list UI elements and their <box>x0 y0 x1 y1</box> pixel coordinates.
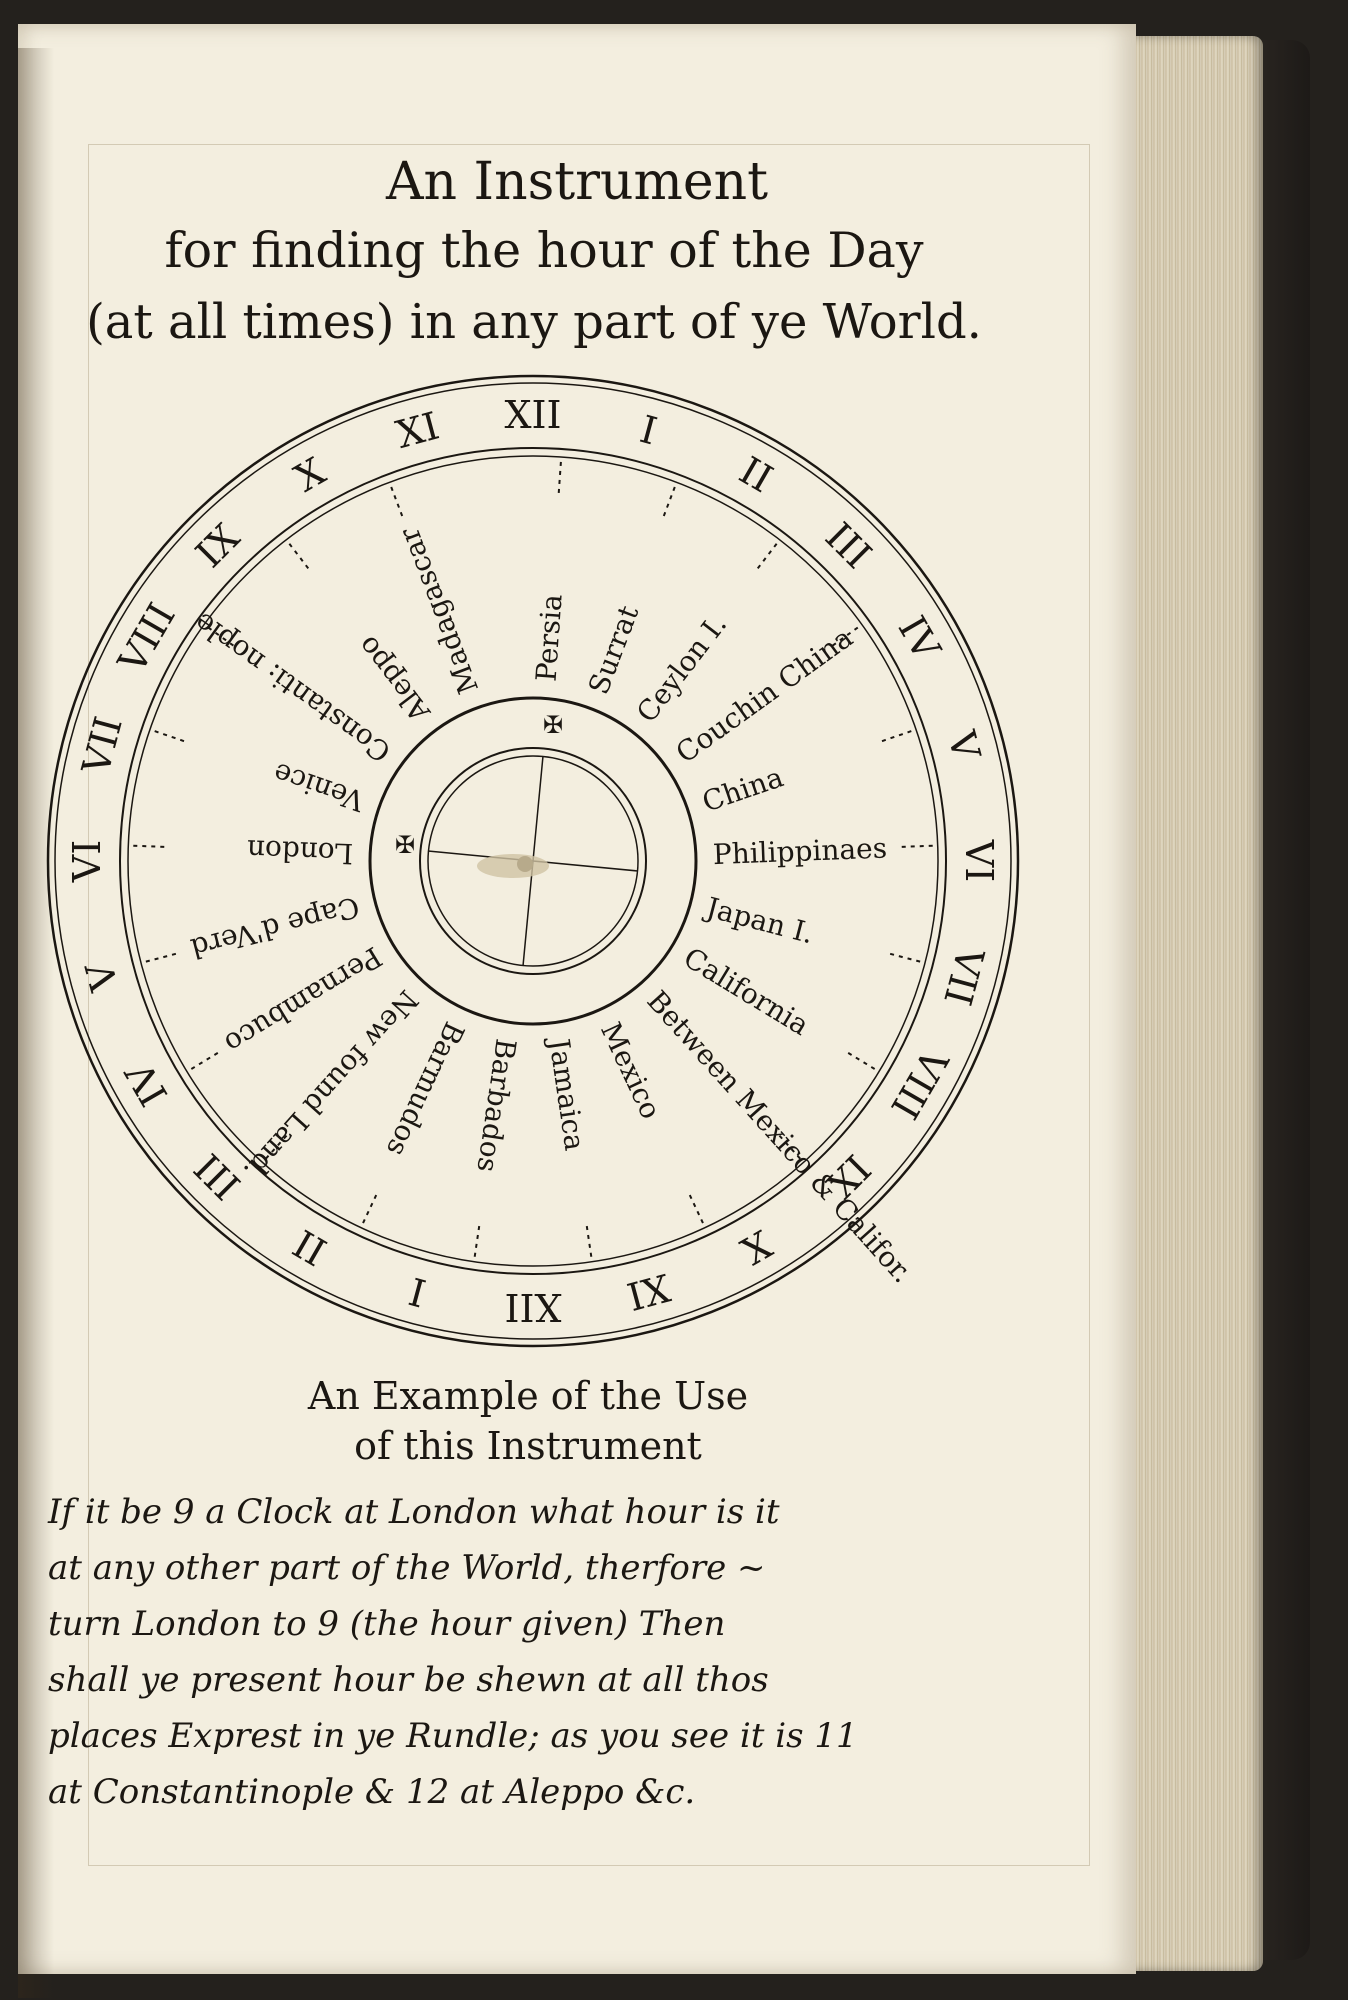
inner-hub-ring-1 <box>419 747 647 975</box>
hour-numeral: XII <box>504 1285 561 1329</box>
hub-mark-top: ✠ <box>543 711 563 739</box>
example-line-2: at any other part of the World, therfore… <box>48 1548 766 1588</box>
hour-numeral: VII <box>935 942 993 1010</box>
hub-mark-left: ✠ <box>395 831 415 859</box>
hour-numeral: XI <box>392 404 444 457</box>
hour-numeral: XII <box>504 393 561 437</box>
outer-ring-inner <box>119 447 947 1275</box>
hour-numeral: I <box>405 1269 431 1315</box>
place-tick <box>754 543 778 573</box>
hour-numeral: V <box>77 957 127 996</box>
place-label: China <box>698 760 787 818</box>
place-tick <box>154 730 189 744</box>
place-tick <box>362 1190 379 1224</box>
place-tick <box>288 543 312 573</box>
hour-numeral: I <box>635 407 661 453</box>
hour-numeral: IV <box>117 1054 177 1113</box>
example-text: If it be 9 a Clock at London what hour i… <box>48 1484 1048 1820</box>
hour-numeral: X <box>287 449 332 501</box>
place-label: Cape d'Verd <box>187 890 362 965</box>
place-label: Persia <box>530 593 569 683</box>
outer-ring-outer-2 <box>54 382 1012 1340</box>
place-tick <box>897 844 933 849</box>
hour-numeral: II <box>732 448 780 501</box>
hour-numeral: IX <box>187 515 248 576</box>
place-tick <box>844 1049 876 1070</box>
page-edges <box>1128 36 1263 1971</box>
place-tick <box>776 1131 801 1160</box>
plate-border <box>88 144 1090 1866</box>
outer-ring-outer <box>46 374 1020 1348</box>
spine-shadow <box>18 48 54 1998</box>
place-label: Jamaica <box>542 1034 591 1153</box>
place-label: Surrat <box>582 600 646 698</box>
place-tick <box>133 844 169 849</box>
place-tick <box>557 461 562 497</box>
place-tick <box>828 626 859 649</box>
place-tick <box>661 486 676 521</box>
hour-numeral: VI <box>65 840 109 883</box>
example-heading-2: of this Instrument <box>354 1424 702 1468</box>
rundle-edge <box>127 455 939 1267</box>
place-label: Philippinaes <box>712 831 887 871</box>
hour-numeral: V <box>939 726 989 765</box>
inner-hub-outer <box>368 696 698 1026</box>
title-line-1: An Instrument <box>385 152 768 212</box>
place-tick <box>877 730 912 744</box>
hour-numeral: III <box>817 514 880 577</box>
pivot-thread <box>477 854 549 878</box>
place-label: Japan I. <box>700 890 817 950</box>
place-tick <box>886 951 921 963</box>
place-tick <box>473 1221 481 1257</box>
place-label: Aleppo <box>351 630 438 729</box>
example-line-1: If it be 9 a Clock at London what hour i… <box>48 1492 780 1532</box>
place-label: Mexico <box>594 1017 667 1124</box>
hour-numeral: III <box>186 1145 249 1208</box>
place-tick <box>190 1049 222 1070</box>
book-page: An Instrument for finding the hour of th… <box>18 24 1136 1998</box>
place-tick <box>265 1131 290 1160</box>
place-label: Venice <box>269 756 369 818</box>
hour-numeral: VII <box>73 712 131 780</box>
hour-numeral: X <box>733 1221 778 1273</box>
place-label: Constanti: nople <box>188 606 397 769</box>
place-tick <box>585 1221 593 1257</box>
place-tick <box>145 951 180 963</box>
place-tick <box>207 626 238 649</box>
example-line-4: shall ye present hour be shewn at all th… <box>48 1660 769 1700</box>
place-label: Barbados <box>470 1037 522 1175</box>
hour-numeral: II <box>286 1221 334 1274</box>
hour-numeral: VI <box>957 839 1001 882</box>
pivot-center <box>517 856 533 872</box>
hour-numeral: IV <box>890 609 950 668</box>
example-line-5: places Exprest in ye Rundle; as you see … <box>48 1716 858 1756</box>
place-label: London <box>246 833 353 870</box>
inner-hub-ring-2 <box>427 755 639 967</box>
title-line-2: for finding the hour of the Day <box>164 222 924 279</box>
hour-numeral: XI <box>622 1265 674 1318</box>
example-heading-1: An Example of the Use <box>307 1374 749 1418</box>
example-line-6: at Constantinople & 12 at Aleppo &c. <box>48 1772 696 1812</box>
place-tick <box>687 1190 704 1224</box>
place-tick <box>390 486 405 521</box>
title-line-3: (at all times) in any part of ye World. <box>86 294 982 350</box>
example-line-3: turn London to 9 (the hour given) Then <box>48 1604 726 1644</box>
